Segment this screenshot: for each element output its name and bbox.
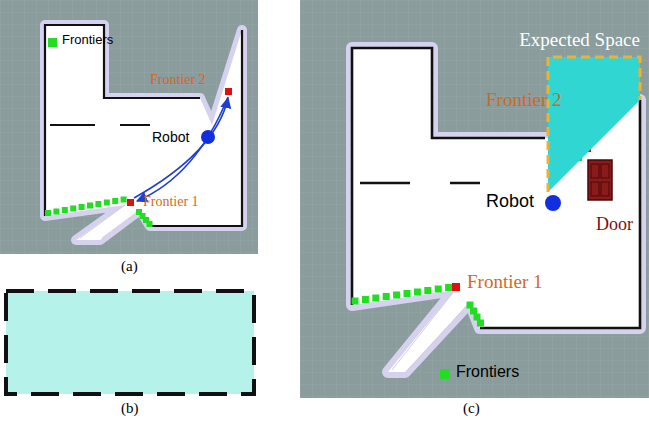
legend-swatch [440,369,450,379]
frontier-label: Frontier 2 [486,89,561,111]
region-shape [548,57,640,192]
frontier-label: Frontier 1 [143,194,199,210]
door-icon [588,160,612,200]
region-heading: Expected Space [519,29,640,51]
expected-space-sample [6,291,254,394]
panel-label: (c) [463,400,480,417]
region-outline [548,57,640,192]
robot-label: Robot [486,191,534,212]
map-c [300,0,649,398]
map-a [0,0,258,254]
panel-label: (b) [121,400,139,417]
panel-label: (a) [121,258,138,275]
legend-text: Frontiers [62,33,113,48]
region-fill [548,57,640,192]
expected-space-region: Expected Space [548,57,640,192]
door-label: Door [596,214,633,235]
robot-label: Robot [152,129,189,145]
frontier-label: Frontier 1 [467,271,542,293]
frontier-label: Frontier 2 [150,72,206,88]
legend-text: Frontiers [456,363,519,381]
legend-swatch [48,38,57,47]
